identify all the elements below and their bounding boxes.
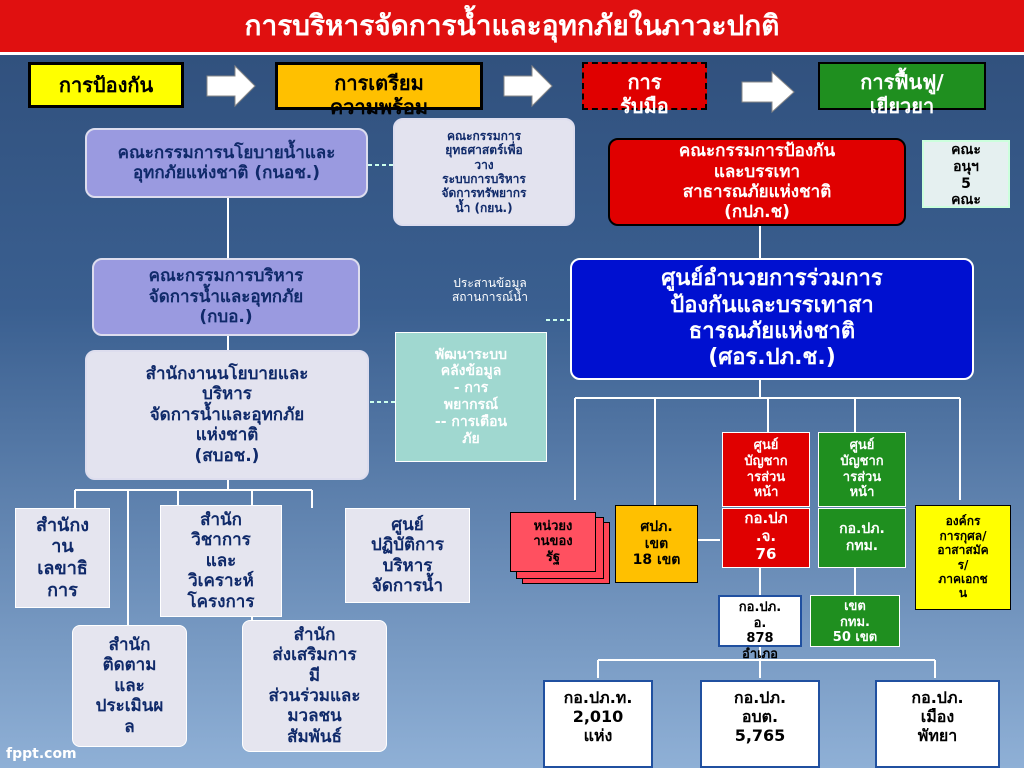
- policy-office: สำนักงานนโยบายและ บริหาร จัดการน้ำและอุท…: [85, 350, 369, 480]
- subcommittee-label: คณะ อนุฯ 5 คณะ: [951, 142, 981, 209]
- strategy-committee-label: คณะกรรมการ ยุทธศาสตร์เพื่อ วาง ระบบการบร…: [441, 128, 527, 215]
- pattaya-command: กอ.ปภ. เมือง พัทยา: [875, 680, 1000, 768]
- page-title: การบริหารจัดการน้ำและอุทกภัยในภาวะปกติ: [0, 0, 1024, 55]
- monitoring-office: สำนัก ติดตาม และ ประเมินผ ล: [72, 625, 187, 747]
- command-center: ศูนย์อำนวยการร่วมการ ป้องกันและบรรเทาสา …: [570, 258, 974, 380]
- policy-committee-label: คณะกรรมการนโยบายน้ำและ อุทกภัยแห่งชาติ (…: [117, 142, 336, 183]
- charity-organizations: องค์กร การกุศล/ อาสาสมัค ร/ ภาคเอกช น: [915, 505, 1011, 610]
- bkk-districts: เขต กทม. 50 เขต: [810, 595, 900, 647]
- arrow-right-icon: [206, 64, 256, 108]
- step-prepare-label: การเตรียม ความพร้อม: [329, 71, 429, 119]
- step-recover-label: การฟื้นฟู/ เยียวยา: [860, 70, 944, 118]
- forward-command-red: ศูนย์ บัญชาก ารส่วน หน้า: [722, 432, 810, 507]
- disaster-committee-label: คณะกรรมการป้องกัน และบรรเทา สาธารณภัยแห่…: [678, 141, 836, 223]
- municipality-command: กอ.ปภ.ท. 2,010 แห่ง: [543, 680, 653, 768]
- data-center: พัฒนาระบบ คลังข้อมูล - การ พยากรณ์ -- กา…: [395, 332, 547, 462]
- subcommittee: คณะ อนุฯ 5 คณะ: [922, 140, 1010, 208]
- bangkok-command: กอ.ปภ. กทม.: [818, 508, 906, 568]
- step-recover: การฟื้นฟู/ เยียวยา: [818, 62, 986, 118]
- provincial-command: กอ.ปภ .จ. 76: [722, 508, 810, 568]
- management-committee: คณะกรรมการบริหาร จัดการน้ำและอุทกภัย (กบ…: [92, 258, 360, 336]
- operations-center: ศูนย์ ปฏิบัติการ บริหาร จัดการน้ำ: [345, 508, 470, 603]
- disaster-committee: คณะกรรมการป้องกัน และบรรเทา สาธารณภัยแห่…: [608, 138, 906, 226]
- command-center-label: ศูนย์อำนวยการร่วมการ ป้องกันและบรรเทาสา …: [661, 266, 883, 371]
- arrow-right-icon: [741, 70, 795, 114]
- step-prepare: การเตรียม ความพร้อม: [275, 62, 483, 119]
- watermark: fppt.com: [6, 746, 77, 762]
- step-respond-label: การ รับมือ: [620, 70, 669, 118]
- management-committee-label: คณะกรรมการบริหาร จัดการน้ำและอุทกภัย (กบ…: [148, 266, 304, 328]
- secretariat-office: สำนักง าน เลขาธิ การ: [15, 508, 110, 608]
- district-command: กอ.ปภ. อ. 878 อำเภอ: [718, 595, 802, 662]
- data-center-label: พัฒนาระบบ คลังข้อมูล - การ พยากรณ์ -- กา…: [434, 346, 508, 447]
- step-prevent: การป้องกัน: [28, 62, 184, 108]
- subdistrict-command: กอ.ปภ. อบต. 5,765: [700, 680, 820, 768]
- participation-office: สำนัก ส่งเสริมการ มี ส่วนร่วมและ มวลชน ส…: [242, 620, 387, 752]
- step-respond: การ รับมือ: [582, 62, 707, 118]
- academic-office: สำนัก วิชาการ และ วิเคราะห์ โครงการ: [160, 505, 282, 617]
- arrow-right-icon: [503, 64, 553, 108]
- forward-command-green: ศูนย์ บัญชาก ารส่วน หน้า: [818, 432, 906, 507]
- zone-office: ศปภ. เขต 18 เขต: [615, 505, 698, 583]
- step-prevent-label: การป้องกัน: [58, 73, 154, 97]
- policy-office-label: สำนักงานนโยบายและ บริหาร จัดการน้ำและอุท…: [145, 364, 309, 466]
- coordination-label: ประสานข้อมูล สถานการณ์น้ำ: [451, 275, 529, 304]
- state-agencies: หน่วยง านของ รัฐ: [510, 512, 596, 572]
- strategy-committee: คณะกรรมการ ยุทธศาสตร์เพื่อ วาง ระบบการบร…: [393, 118, 575, 226]
- policy-committee: คณะกรรมการนโยบายน้ำและ อุทกภัยแห่งชาติ (…: [85, 128, 368, 198]
